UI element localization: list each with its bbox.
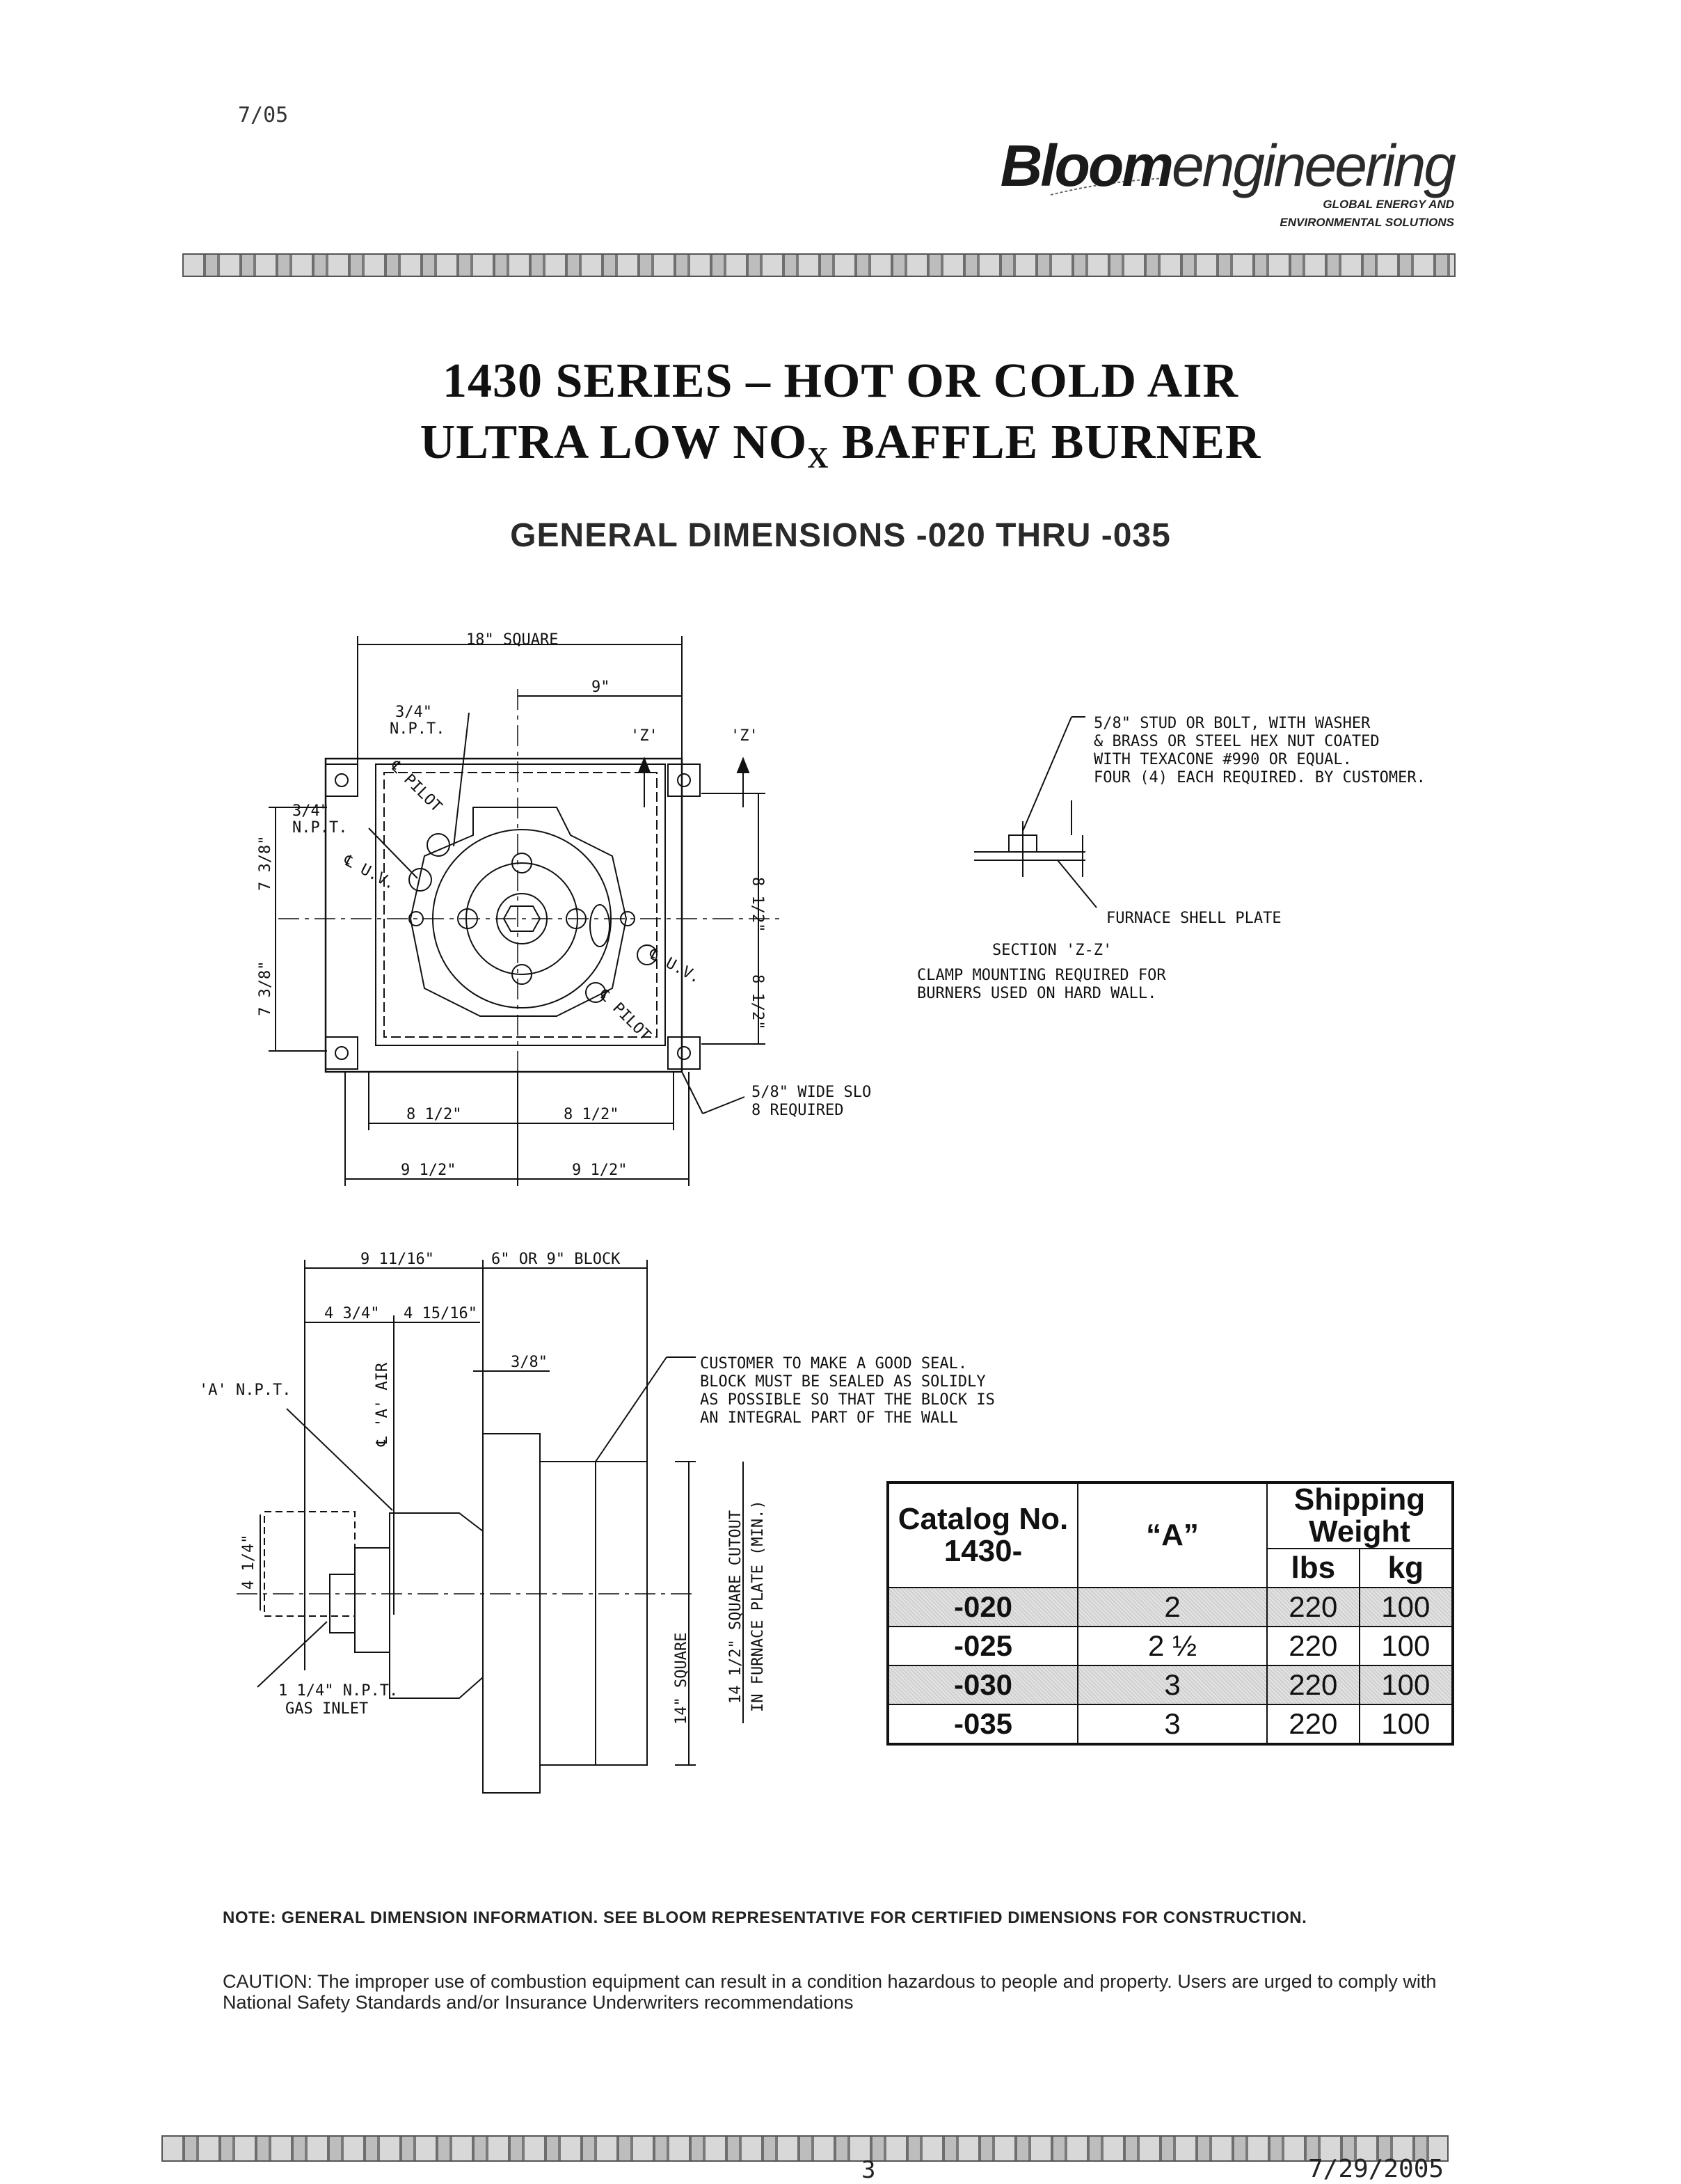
table-row: -025 2 ½ 220 100 — [887, 1626, 1454, 1666]
clamp-note-1: CLAMP MOUNTING REQUIRED FOR — [917, 967, 1166, 984]
header-lbs: lbs — [1266, 1548, 1360, 1588]
title-line-2-pre: ULTRA LOW NO — [420, 416, 808, 469]
gas-inlet-1: 1 1/4" N.P.T. — [278, 1682, 398, 1700]
seal-note-2: BLOCK MUST BE SEALED AS SOLIDLY — [700, 1373, 986, 1391]
dim-bottom-inner-right: 8 1/2" — [564, 1106, 619, 1123]
npt-left-1: 3/4" — [292, 802, 329, 820]
gas-inlet-2: GAS INLET — [285, 1700, 368, 1718]
square-14-label: 14" SQUARE — [673, 1633, 690, 1725]
npt-top-1: 3/4" — [395, 704, 432, 721]
clamp-note-2: BURNERS USED ON HARD WALL. — [917, 985, 1156, 1002]
cell-kg: 100 — [1358, 1587, 1454, 1627]
npt-left-2: N.P.T. — [292, 819, 347, 837]
cell-lbs: 220 — [1266, 1587, 1360, 1627]
footer-band — [161, 2135, 1449, 2162]
general-note: NOTE: GENERAL DIMENSION INFORMATION. SEE… — [223, 1908, 1307, 1927]
cell-catalog: -025 — [887, 1626, 1078, 1666]
cell-lbs: 220 — [1266, 1626, 1360, 1666]
dim-bottom-inner-left: 8 1/2" — [406, 1106, 461, 1123]
title-line-2-sub: X — [807, 443, 829, 475]
logo-tagline-2: ENVIRONMENTAL SOLUTIONS — [1280, 216, 1454, 229]
a-air-centerline: ℄ 'A' AIR — [374, 1362, 391, 1447]
dim-18-square: 18" SQUARE — [466, 631, 558, 649]
stud-note-2: & BRASS OR STEEL HEX NUT COATED — [1094, 733, 1380, 750]
logo-name-bold: Bloom — [1000, 133, 1174, 198]
cutout-label-2: IN FURNACE PLATE (MIN.) — [749, 1500, 767, 1712]
page-subheading: GENERAL DIMENSIONS -020 THRU -035 — [510, 517, 1171, 554]
header-a: “A” — [1077, 1482, 1268, 1588]
slot-label-1: 5/8" WIDE SLO — [751, 1084, 871, 1101]
stud-note-1: 5/8" STUD OR BOLT, WITH WASHER — [1094, 715, 1371, 732]
header-kg: kg — [1358, 1548, 1454, 1588]
seal-note-3: AS POSSIBLE SO THAT THE BLOCK IS — [700, 1391, 995, 1409]
page-number: 3 — [861, 2156, 876, 2184]
header-band — [182, 253, 1456, 277]
dim-4-1-4: 4 1/4" — [240, 1535, 257, 1590]
table-row: -030 3 220 100 — [887, 1665, 1454, 1705]
cell-catalog: -020 — [887, 1587, 1078, 1627]
slot-label-2: 8 REQUIRED — [751, 1102, 843, 1119]
document-date: 7/05 — [238, 103, 289, 127]
catalog-table: Catalog No. 1430- “A” Shipping Weight lb… — [886, 1481, 1454, 1746]
header-catalog: Catalog No. 1430- — [887, 1482, 1078, 1588]
stud-note-4: FOUR (4) EACH REQUIRED. BY CUSTOMER. — [1094, 769, 1426, 786]
dim-left-bottom: 7 3/8" — [257, 961, 274, 1016]
cell-catalog: -035 — [887, 1704, 1078, 1745]
page-title-line-1: 1430 SERIES – HOT OR COLD AIR — [442, 354, 1239, 408]
stud-note-3: WITH TEXACONE #990 OR EQUAL. — [1094, 751, 1352, 768]
footer-date: 7/29/2005 — [1308, 2155, 1444, 2183]
z-left: 'Z' — [630, 727, 658, 745]
dim-right-bottom: 8 1/2" — [749, 974, 766, 1029]
dim-9-11-16: 9 11/16" — [360, 1251, 434, 1268]
cell-lbs: 220 — [1266, 1704, 1360, 1745]
cell-a: 2 — [1077, 1587, 1268, 1627]
table-row: -035 3 220 100 — [887, 1704, 1454, 1745]
shell-plate-label: FURNACE SHELL PLATE — [1106, 910, 1282, 927]
section-zz-label: SECTION 'Z-Z' — [992, 942, 1112, 959]
cell-lbs: 220 — [1266, 1665, 1360, 1705]
logo-swoosh — [1050, 177, 1168, 196]
seal-note-4: AN INTEGRAL PART OF THE WALL — [700, 1409, 958, 1427]
section-zz-drawing: 5/8" STUD OR BOLT, WITH WASHER & BRASS O… — [917, 715, 1426, 1002]
front-view-drawing: 18" SQUARE 9" 3/4" N.P.T. 3/4" N.P.T. 'Z… — [257, 631, 871, 1186]
page-title-line-2: ULTRA LOW NOX BAFFLE BURNER — [0, 415, 1681, 475]
cutout-label: 14 1/2" SQUARE CUTOUT — [727, 1510, 744, 1704]
logo-tagline-1: GLOBAL ENERGY AND — [1323, 198, 1454, 211]
logo-name-light: engineering — [1171, 133, 1456, 198]
dim-bottom-outer-left: 9 1/2" — [401, 1162, 456, 1179]
cell-catalog: -030 — [887, 1665, 1078, 1705]
cell-kg: 100 — [1358, 1704, 1454, 1745]
table-row: -020 2 220 100 — [887, 1587, 1454, 1627]
a-npt-label: 'A' N.P.T. — [199, 1382, 291, 1399]
cell-a: 3 — [1077, 1665, 1268, 1705]
cell-a: 2 ½ — [1077, 1626, 1268, 1666]
caution-text: CAUTION: The improper use of combustion … — [223, 1971, 1437, 2013]
dim-9: 9" — [591, 679, 610, 696]
logo-wordmark: Bloomengineering — [1000, 132, 1456, 200]
dim-left-top: 7 3/8" — [257, 836, 274, 891]
cell-kg: 100 — [1358, 1626, 1454, 1666]
npt-top-2: N.P.T. — [390, 720, 445, 738]
side-view-drawing: 9 11/16" 6" OR 9" BLOCK 4 3/4" 4 15/16" … — [199, 1251, 995, 1794]
dim-block: 6" OR 9" BLOCK — [491, 1251, 621, 1268]
cell-kg: 100 — [1358, 1665, 1454, 1705]
title-line-2-post: BAFFLE BURNER — [829, 416, 1261, 469]
dim-4-3-4: 4 3/4" — [324, 1305, 379, 1322]
seal-note-1: CUSTOMER TO MAKE A GOOD SEAL. — [700, 1355, 967, 1372]
dim-3-8: 3/8" — [511, 1354, 548, 1371]
dim-right-top: 8 1/2" — [749, 877, 766, 932]
header-weight: Shipping Weight — [1266, 1482, 1453, 1549]
z-right: 'Z' — [731, 727, 758, 745]
dim-bottom-outer-right: 9 1/2" — [572, 1162, 627, 1179]
cell-a: 3 — [1077, 1704, 1268, 1745]
dim-4-15-16: 4 15/16" — [404, 1305, 477, 1322]
bloom-engineering-logo: Bloomengineering GLOBAL ENERGY AND ENVIR… — [1001, 132, 1461, 244]
